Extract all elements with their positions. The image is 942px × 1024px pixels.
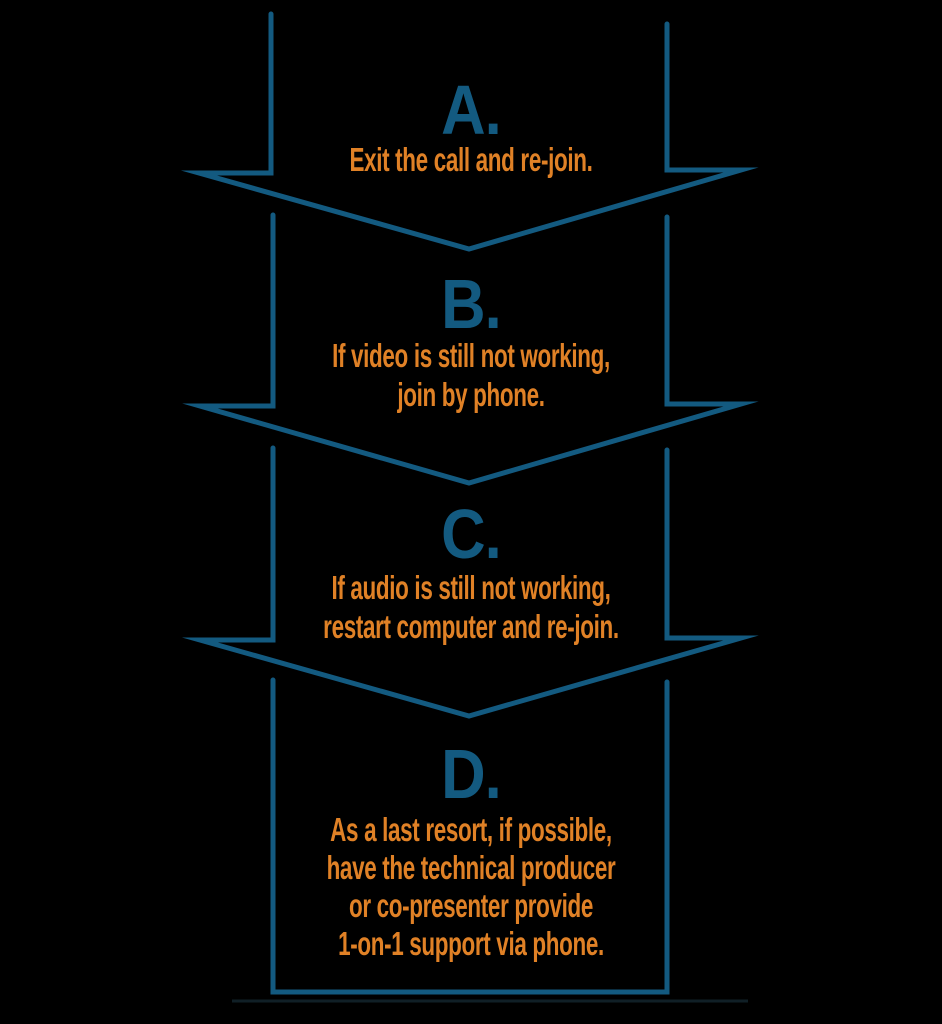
step-b-letter: B. bbox=[441, 265, 502, 343]
step-d-box-outline bbox=[270, 677, 670, 995]
step-d-description: As a last resort, if possible, have the … bbox=[151, 811, 792, 963]
step-d-line: or co-presenter provide bbox=[348, 887, 594, 924]
step-c-line: restart computer and re-join. bbox=[323, 608, 619, 645]
step-d-line: 1-on-1 support via phone. bbox=[338, 925, 604, 962]
step-d-line: As a last resort, if possible, bbox=[330, 811, 612, 848]
step-c-line: If audio is still not working, bbox=[331, 569, 611, 606]
step-b-line: join by phone. bbox=[397, 376, 545, 413]
step-a-line: Exit the call and re-join. bbox=[349, 141, 593, 178]
step-c-arrow-outline bbox=[181, 445, 759, 719]
step-d-line: have the technical producer bbox=[326, 849, 616, 886]
step-c-description: If audio is still not working, restart c… bbox=[151, 568, 792, 646]
step-a-description: Exit the call and re-join. bbox=[151, 140, 792, 179]
step-b-description: If video is still not working, join by p… bbox=[151, 336, 792, 414]
step-b-line: If video is still not working, bbox=[332, 337, 610, 374]
step-a-arrow-outline bbox=[180, 11, 759, 252]
step-b-arrow-outline bbox=[182, 212, 759, 486]
step-d-letter: D. bbox=[441, 735, 502, 813]
step-c-letter: C. bbox=[441, 495, 502, 573]
step-a-letter: A. bbox=[441, 71, 502, 149]
